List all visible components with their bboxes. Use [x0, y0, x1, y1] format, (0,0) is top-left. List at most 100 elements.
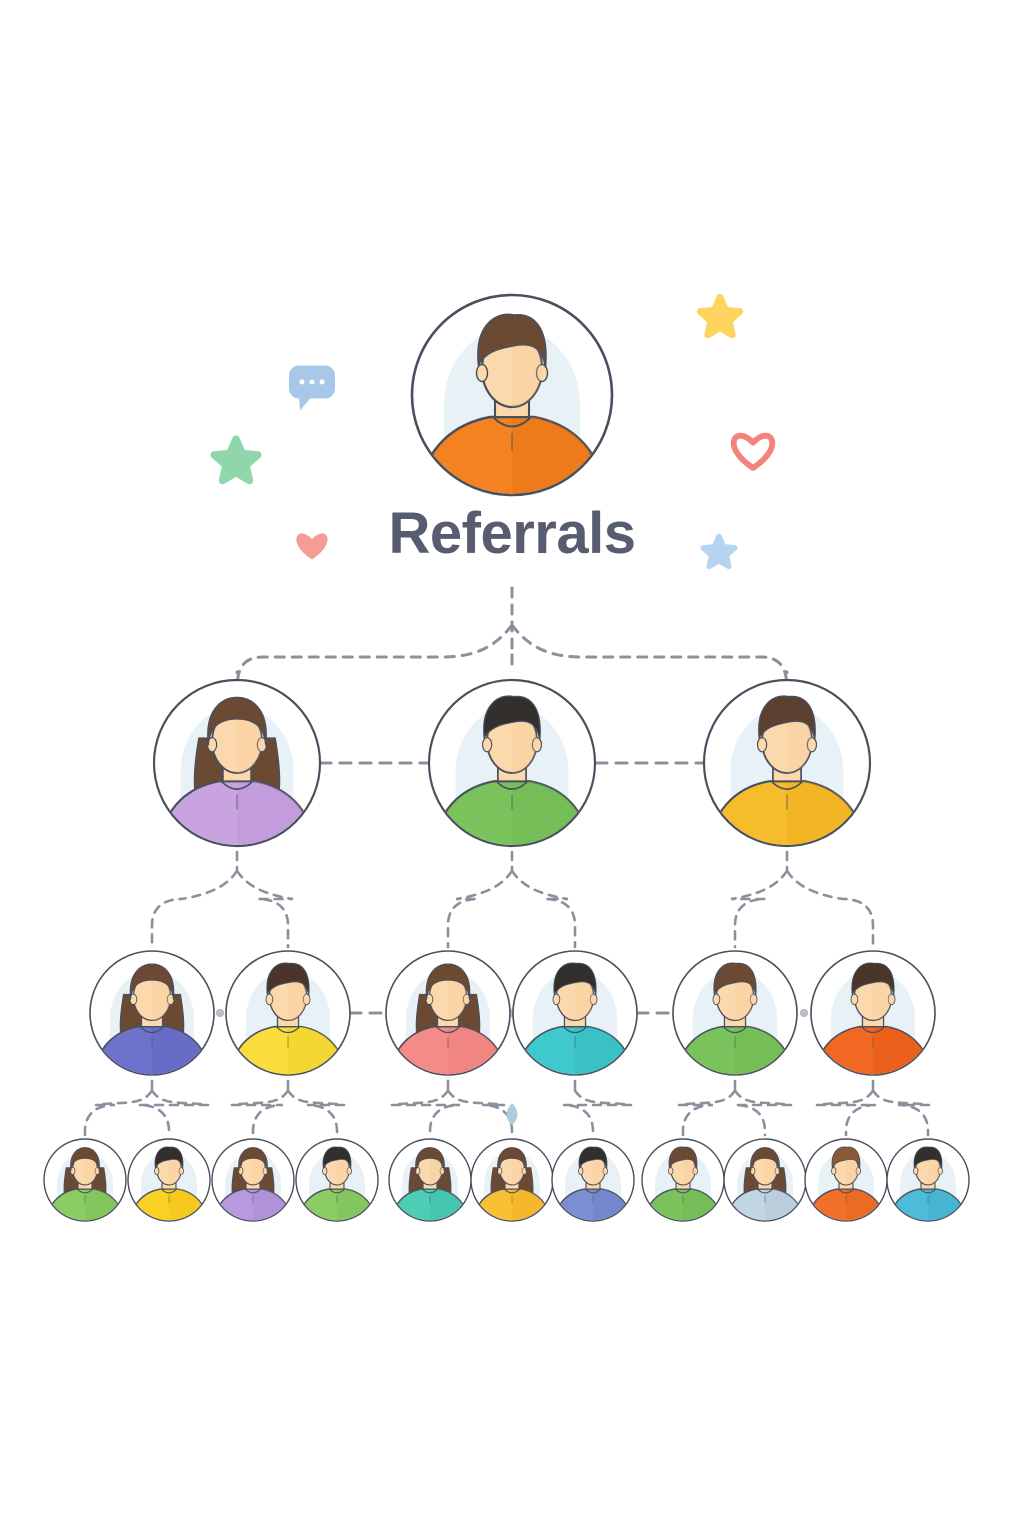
heart-outline-pink-icon — [730, 432, 776, 471]
avatar-ear-right — [535, 363, 549, 383]
avatar-ear-right — [166, 993, 175, 1006]
avatar-face-shade — [683, 1153, 696, 1185]
avatar-face-shade — [253, 1153, 266, 1185]
avatar-portrait — [390, 963, 506, 1075]
connector-root-to-tier2-3 — [510, 623, 789, 690]
avatar-portrait — [298, 1146, 376, 1221]
avatar-hair-front — [851, 962, 895, 997]
avatar-tier4-6[interactable] — [470, 1138, 554, 1222]
avatar-hair-front — [578, 1146, 608, 1169]
star-yellow-icon — [696, 293, 744, 339]
avatar-tier4-10[interactable] — [804, 1138, 888, 1222]
avatar-tier4-4[interactable] — [295, 1138, 379, 1222]
avatar-portrait — [807, 1146, 885, 1221]
avatar-hair-front — [238, 1147, 268, 1172]
avatar-collar — [723, 1026, 747, 1034]
avatar-hair-front — [129, 963, 175, 1000]
avatar-ear-left — [850, 993, 859, 1006]
avatar-collar — [221, 781, 253, 790]
avatar-tier2-1[interactable] — [152, 678, 322, 848]
avatar-portrait — [230, 962, 346, 1075]
avatar-collar — [329, 1188, 345, 1194]
avatar-portrait — [130, 1146, 208, 1221]
avatar-face-shade — [765, 1153, 778, 1185]
avatar-face-shade — [593, 1153, 606, 1185]
avatar-ear-left — [578, 1167, 584, 1175]
connector-tier3-to-tier4-branch-3-1 — [391, 1089, 461, 1137]
avatar-ear-right — [589, 993, 598, 1006]
avatar-collar — [675, 1188, 691, 1194]
avatar-collar — [140, 1026, 164, 1034]
avatar-tier4-9[interactable] — [723, 1138, 807, 1222]
avatar-collar — [838, 1188, 854, 1194]
avatar-face-shade — [288, 973, 307, 1021]
avatar-face-shade — [448, 973, 467, 1021]
connector-tier2-to-tier3-branch-1-1 — [150, 869, 239, 949]
avatar-hair-front — [154, 1146, 184, 1169]
avatar-ear-right — [749, 993, 758, 1006]
avatar-collar — [436, 1026, 460, 1034]
avatar-tier4-11[interactable] — [886, 1138, 970, 1222]
avatar-collar — [861, 1026, 885, 1034]
avatar-root[interactable] — [410, 293, 614, 497]
avatar-face-shade — [169, 1153, 182, 1185]
avatar-portrait — [94, 963, 210, 1075]
avatar-ear-left — [831, 1167, 837, 1175]
avatar-ear-left — [475, 363, 489, 383]
connector-tier3-to-tier4-branch-5-2 — [733, 1089, 792, 1137]
avatar-face-shade — [237, 709, 262, 773]
avatar-collar — [585, 1188, 601, 1194]
avatar-face-shade — [152, 973, 171, 1021]
avatar-tier3-6[interactable] — [810, 950, 936, 1076]
avatar-tier3-2[interactable] — [225, 950, 351, 1076]
avatar-tier3-1[interactable] — [89, 950, 215, 1076]
avatar-nodes-layer — [43, 293, 970, 1222]
connector-tier3-to-tier4-branch-5-1 — [678, 1089, 737, 1137]
avatar-ear-right — [346, 1167, 352, 1175]
avatar-hair-front — [713, 962, 757, 997]
avatar-collar — [245, 1188, 261, 1194]
avatar-collar — [757, 1188, 773, 1194]
avatar-ear-right — [855, 1167, 861, 1175]
sibling-link-tier3-5 — [799, 1008, 809, 1018]
avatar-collar — [161, 1188, 177, 1194]
avatar-ear-right — [602, 1167, 608, 1175]
avatar-tier4-1[interactable] — [43, 1138, 127, 1222]
avatar-hair-front — [70, 1147, 100, 1172]
avatar-face-shade — [846, 1153, 859, 1185]
avatar-tier2-3[interactable] — [702, 678, 872, 848]
avatar-face-shade — [512, 709, 537, 773]
avatar-collar — [920, 1188, 936, 1194]
avatar-face-shade — [512, 1153, 525, 1185]
avatar-ear-left — [322, 1167, 328, 1175]
avatar-ear-right — [462, 993, 471, 1006]
connector-tier2-to-tier3-branch-3-2 — [785, 869, 875, 949]
avatar-collar — [77, 1188, 93, 1194]
avatar-hair-front — [553, 962, 597, 997]
page-title: Referrals — [388, 501, 636, 566]
connector-tier2-to-tier3-branch-1-2 — [235, 869, 294, 949]
chat-bubble-dot-3 — [319, 379, 325, 385]
avatar-ear-left — [129, 993, 138, 1006]
avatar-tier3-4[interactable] — [512, 950, 638, 1076]
avatar-face-shade — [735, 973, 754, 1021]
avatar-tier4-8[interactable] — [641, 1138, 725, 1222]
avatar-tier3-5[interactable] — [672, 950, 798, 1076]
connector-tier3-to-tier4-branch-2-2 — [286, 1089, 345, 1137]
avatar-ear-left — [206, 737, 218, 753]
avatar-ear-left — [154, 1167, 160, 1175]
avatar-portrait — [709, 695, 865, 845]
avatar-tier2-2[interactable] — [427, 678, 597, 848]
avatar-tier3-3[interactable] — [385, 950, 511, 1076]
avatar-hair-front — [758, 695, 816, 741]
avatar-tier4-2[interactable] — [127, 1138, 211, 1222]
avatar-tier4-3[interactable] — [211, 1138, 295, 1222]
avatar-tier4-5[interactable] — [388, 1138, 472, 1222]
avatar-hair-front — [425, 963, 471, 1000]
avatar-tier4-7[interactable] — [551, 1138, 635, 1222]
chat-bubble-icon — [289, 365, 335, 411]
avatar-ear-left — [552, 993, 561, 1006]
avatar-ear-right — [178, 1167, 184, 1175]
